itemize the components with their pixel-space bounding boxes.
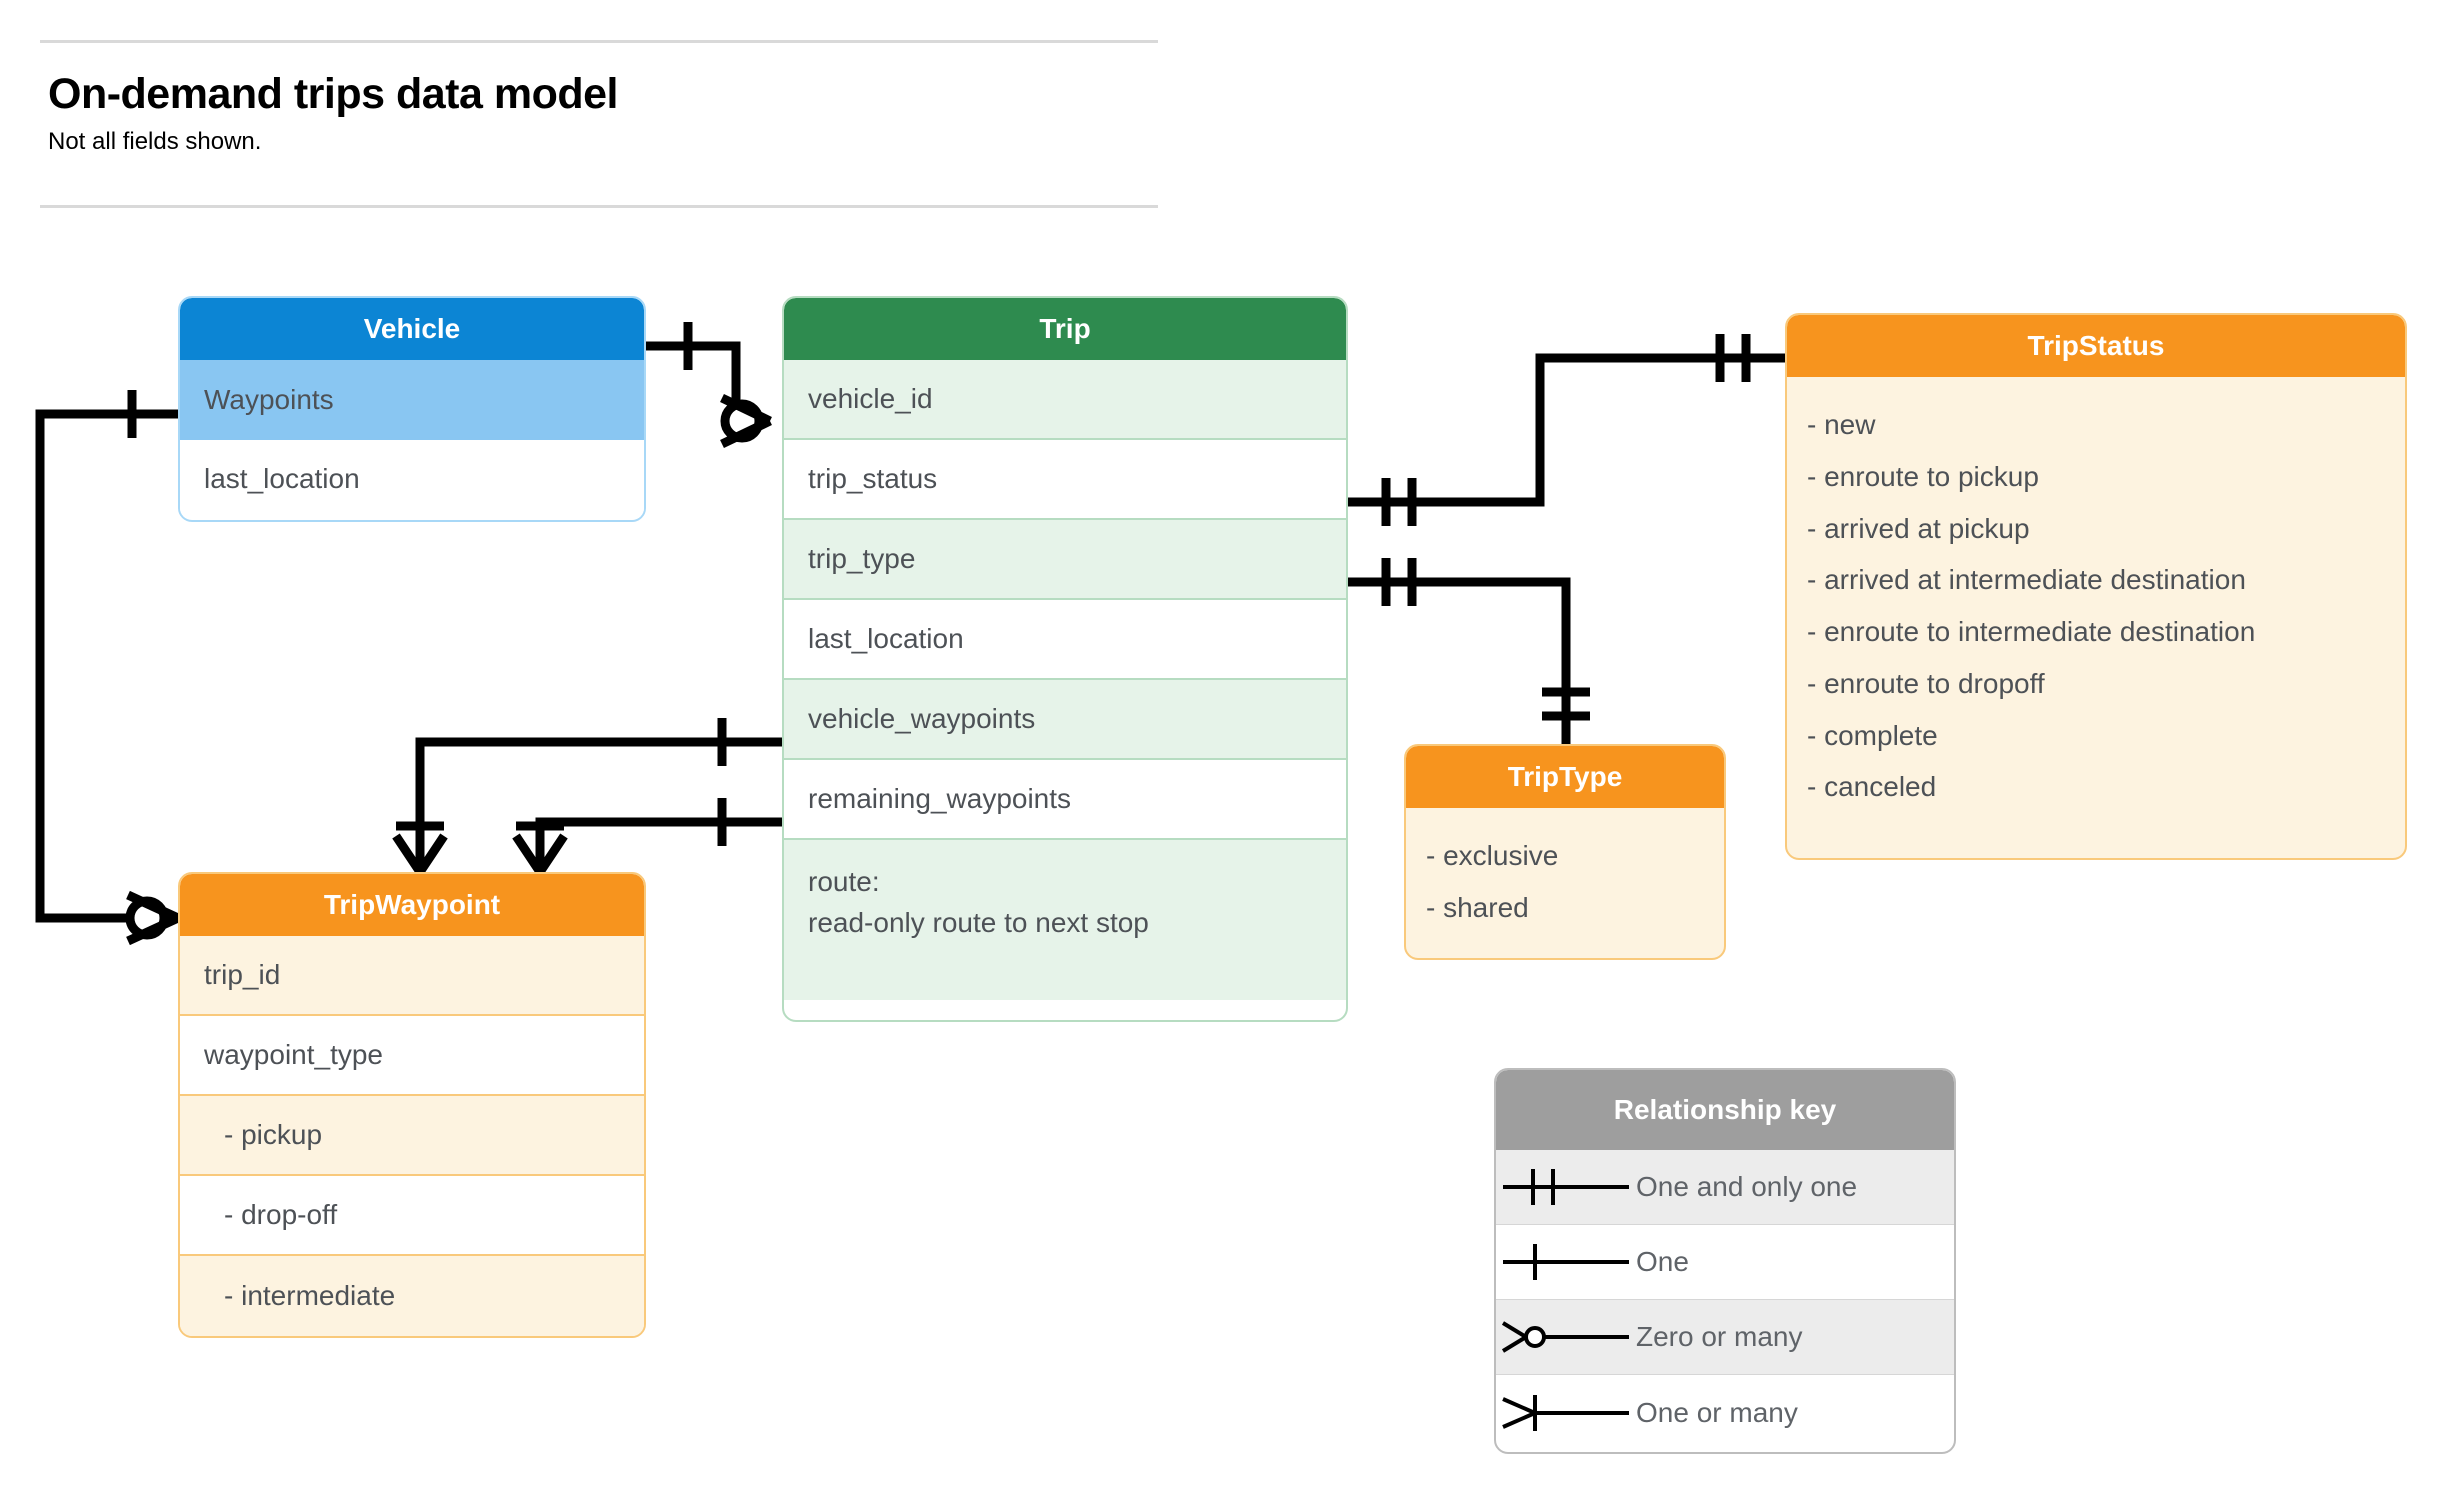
- field-trip-route: route: read-only route to next stop: [784, 840, 1346, 1000]
- field-trip-trip-type: trip_type: [784, 520, 1346, 600]
- enum-value: - canceled: [1807, 771, 1937, 803]
- enum-value: - enroute to pickup: [1807, 460, 2039, 492]
- field-trip-last-location: last_location: [784, 600, 1346, 680]
- relationship-key-title: Relationship key: [1496, 1070, 1954, 1150]
- field-trip-vehicle-waypoints: vehicle_waypoints: [784, 680, 1346, 760]
- entity-trip-type[interactable]: TripType - exclusive - shared: [1404, 744, 1726, 960]
- entity-trip[interactable]: Trip vehicle_id trip_status trip_type la…: [782, 296, 1348, 1022]
- field-trip-route-label: route:: [808, 866, 880, 897]
- enum-value: - arrived at intermediate destination: [1807, 564, 2246, 596]
- legend-label: One or many: [1636, 1396, 1798, 1428]
- entity-trip-waypoint[interactable]: TripWaypoint trip_id waypoint_type - pic…: [178, 872, 646, 1338]
- legend-row-one: One: [1496, 1225, 1954, 1300]
- legend-label: One and only one: [1636, 1171, 1858, 1202]
- field-trip-waypoint-waypoint-type: waypoint_type: [180, 1016, 644, 1096]
- entity-trip-type-values: - exclusive - shared: [1406, 808, 1724, 956]
- header-divider-bottom: [40, 205, 1158, 208]
- relationship-key-legend[interactable]: Relationship key One and only one: [1494, 1068, 1956, 1454]
- field-trip-vehicle-id: vehicle_id: [784, 360, 1346, 440]
- one-and-only-one-icon: [1496, 1150, 1636, 1224]
- entity-trip-title: Trip: [784, 298, 1346, 360]
- field-trip-route-description: read-only route to next stop: [808, 906, 1149, 938]
- one-icon: [1496, 1225, 1636, 1299]
- enum-value: - complete: [1807, 719, 1938, 751]
- field-trip-remaining-waypoints: remaining_waypoints: [784, 760, 1346, 840]
- entity-trip-type-title: TripType: [1406, 746, 1724, 808]
- enum-value: - new: [1807, 409, 1876, 440]
- entity-trip-status[interactable]: TripStatus - new - enroute to pickup - a…: [1785, 313, 2407, 860]
- enum-value: - shared: [1426, 891, 1529, 923]
- entity-trip-status-title: TripStatus: [1787, 315, 2405, 377]
- legend-row-one-or-many: One or many: [1496, 1375, 1954, 1450]
- field-trip-waypoint-trip-id: trip_id: [180, 936, 644, 1016]
- entity-vehicle-title: Vehicle: [180, 298, 644, 360]
- enum-value-intermediate: - intermediate: [180, 1256, 644, 1336]
- enum-value: - arrived at pickup: [1807, 512, 2030, 544]
- legend-row-zero-or-many: Zero or many: [1496, 1300, 1954, 1375]
- header-divider-top: [40, 40, 1158, 43]
- entity-trip-waypoint-title: TripWaypoint: [180, 874, 644, 936]
- enum-value: - exclusive: [1426, 840, 1559, 871]
- enum-value-dropoff: - drop-off: [180, 1176, 644, 1256]
- page-title: On-demand trips data model: [48, 70, 618, 118]
- field-vehicle-waypoints: Waypoints: [180, 360, 644, 440]
- legend-label: Zero or many: [1636, 1321, 1803, 1352]
- legend-label: One: [1636, 1246, 1689, 1277]
- enum-value: - enroute to dropoff: [1807, 667, 2045, 699]
- zero-or-many-icon: [1496, 1300, 1636, 1374]
- legend-row-one-and-only-one: One and only one: [1496, 1150, 1954, 1225]
- one-or-many-icon: [1496, 1375, 1636, 1450]
- field-trip-trip-status: trip_status: [784, 440, 1346, 520]
- entity-vehicle[interactable]: Vehicle Waypoints last_location: [178, 296, 646, 522]
- entity-trip-status-values: - new - enroute to pickup - arrived at p…: [1787, 377, 2405, 835]
- page-subtitle: Not all fields shown.: [48, 128, 262, 155]
- field-vehicle-last-location: last_location: [180, 440, 644, 518]
- enum-value-pickup: - pickup: [180, 1096, 644, 1176]
- enum-value: - enroute to intermediate destination: [1807, 616, 2256, 647]
